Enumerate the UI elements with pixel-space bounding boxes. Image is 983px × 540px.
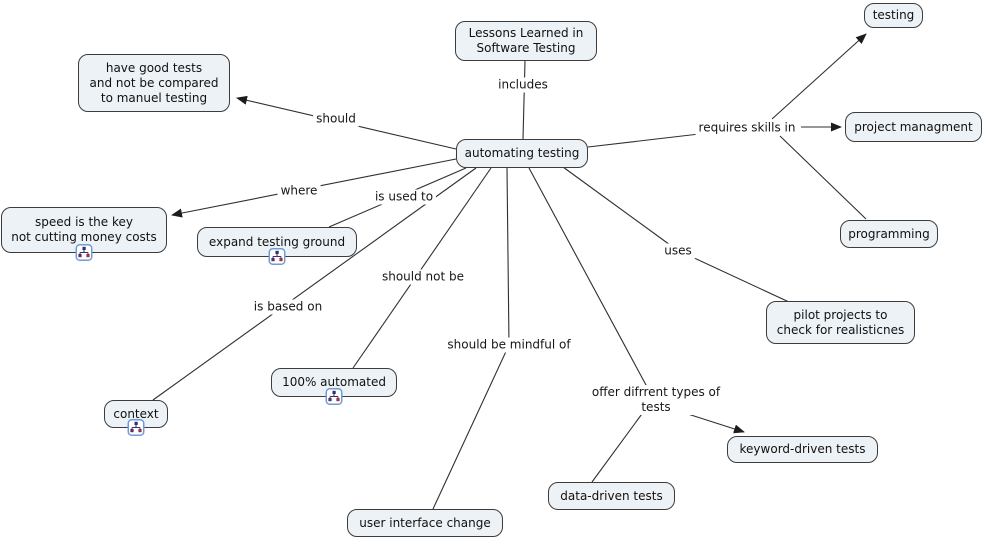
node-expand-testing-ground-label: expand testing ground [208, 234, 346, 249]
edge-offer-upper [528, 167, 654, 399]
node-project-managment[interactable]: project managment [845, 112, 982, 142]
edge-mindful-lower [432, 344, 510, 510]
link-label-mindful[interactable]: should be mindful of [444, 337, 574, 353]
node-programming[interactable]: programming [840, 220, 938, 248]
concept-map-link-icon[interactable] [268, 248, 286, 265]
link-label-is-used-to[interactable]: is used to [371, 189, 437, 205]
node-context[interactable]: context [104, 400, 168, 436]
edge-mindful-upper [506, 167, 510, 346]
node-100-percent-automated-label: 100% automated [282, 375, 386, 389]
edge-uses-upper [562, 166, 678, 251]
edge-requires-to-testing [771, 33, 867, 120]
edge-should-not-be [352, 167, 492, 369]
link-label-should-not-be[interactable]: should not be [378, 269, 468, 285]
node-lessons-learned-label: Lessons Learned in Software Testing [468, 26, 584, 55]
node-testing-label: testing [872, 8, 915, 22]
link-label-requires-skills[interactable]: requires skills in [695, 120, 799, 136]
edge-is-based-on [152, 167, 477, 401]
node-keyword-driven-tests-label: keyword-driven tests [739, 442, 866, 456]
node-have-good-tests[interactable]: have good tests and not be compared to m… [78, 54, 230, 112]
concept-map-link-icon[interactable] [325, 388, 343, 405]
node-pilot-projects[interactable]: pilot projects to check for realisticnes [766, 301, 915, 344]
edge-includes [522, 60, 526, 140]
link-label-offer-types[interactable]: offer difrrent types of tests [588, 385, 724, 415]
link-label-uses[interactable]: uses [661, 243, 695, 259]
node-have-good-tests-label: have good tests and not be compared to m… [89, 60, 219, 105]
node-project-managment-label: project managment [854, 119, 973, 134]
edge-uses-lower [676, 249, 790, 303]
node-100-percent-automated[interactable]: 100% automated [271, 368, 397, 405]
node-lessons-learned[interactable]: Lessons Learned in Software Testing [455, 21, 597, 61]
edge-offer-to-data-driven [591, 406, 648, 483]
link-label-should[interactable]: should [313, 111, 359, 127]
link-label-is-based-on[interactable]: is based on [250, 299, 326, 315]
node-data-driven-tests-label: data-driven tests [560, 488, 663, 503]
link-label-includes[interactable]: includes [495, 77, 551, 93]
node-expand-testing-ground[interactable]: expand testing ground [197, 227, 357, 265]
concept-map-link-icon[interactable] [75, 244, 93, 261]
node-keyword-driven-tests[interactable]: keyword-driven tests [727, 436, 878, 463]
node-speed-is-the-key[interactable]: speed is the key not cutting money costs [1, 207, 167, 261]
node-automating-testing[interactable]: automating testing [456, 139, 588, 168]
node-automating-testing-label: automating testing [464, 146, 580, 160]
concept-map-link-icon[interactable] [127, 419, 145, 436]
node-user-interface-change[interactable]: user interface change [347, 509, 503, 537]
node-pilot-projects-label: pilot projects to check for realisticnes [776, 307, 905, 337]
node-user-interface-change-label: user interface change [359, 515, 491, 530]
node-speed-is-the-key-label: speed is the key not cutting money costs [11, 215, 157, 244]
node-data-driven-tests[interactable]: data-driven tests [548, 482, 675, 510]
node-context-label: context [113, 406, 159, 421]
node-testing[interactable]: testing [864, 3, 923, 28]
link-label-where[interactable]: where [277, 183, 321, 199]
edge-requires-to-programming [779, 135, 867, 220]
node-programming-label: programming [848, 226, 930, 241]
